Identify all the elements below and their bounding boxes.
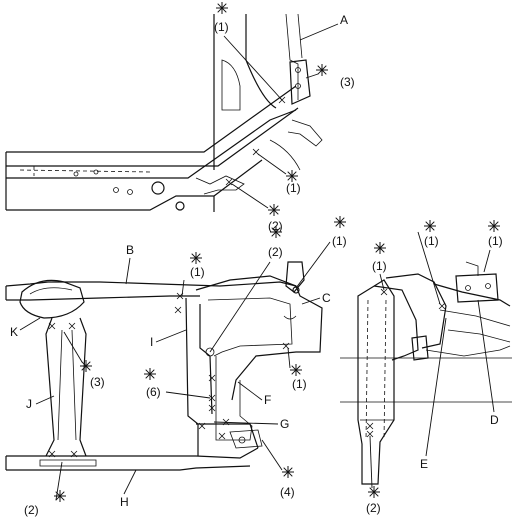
front-frame-callouts: B (1) (2) (1) C I K (3) J (6) (1) F G xyxy=(10,215,347,517)
callout-1-e: (1) xyxy=(372,259,387,273)
callout-1-c: (1) xyxy=(332,234,347,248)
callout-1-top: (1) xyxy=(214,20,229,34)
label-j: J xyxy=(26,397,32,411)
label-i: I xyxy=(150,335,153,349)
label-a: A xyxy=(340,13,348,27)
callout-6: (6) xyxy=(146,385,161,399)
callout-1-f: (1) xyxy=(424,234,439,248)
callout-1-b: (1) xyxy=(190,265,205,279)
callout-1-g: (1) xyxy=(488,234,503,248)
callout-3-k: (3) xyxy=(90,375,105,389)
front-frame-assembly xyxy=(5,261,323,471)
callout-2-j: (2) xyxy=(24,503,39,517)
callout-2-e: (2) xyxy=(366,501,381,515)
callout-4: (4) xyxy=(280,485,295,499)
side-detail-callouts: (1) (1) (1) D E (2) xyxy=(366,219,503,515)
callout-2-b: (2) xyxy=(268,245,283,259)
label-k: K xyxy=(10,325,18,339)
label-c: C xyxy=(322,291,331,305)
label-h: H xyxy=(120,495,129,509)
label-b: B xyxy=(126,243,134,257)
callout-1-mid: (1) xyxy=(286,181,301,195)
label-d: D xyxy=(490,413,499,427)
label-g: G xyxy=(280,417,289,431)
side-detail-assembly xyxy=(340,261,512,485)
top-view-assembly xyxy=(5,13,323,212)
callout-1-d: (1) xyxy=(292,377,307,391)
callout-3-top: (3) xyxy=(340,75,355,89)
label-e: E xyxy=(420,457,428,471)
label-f: F xyxy=(264,393,271,407)
